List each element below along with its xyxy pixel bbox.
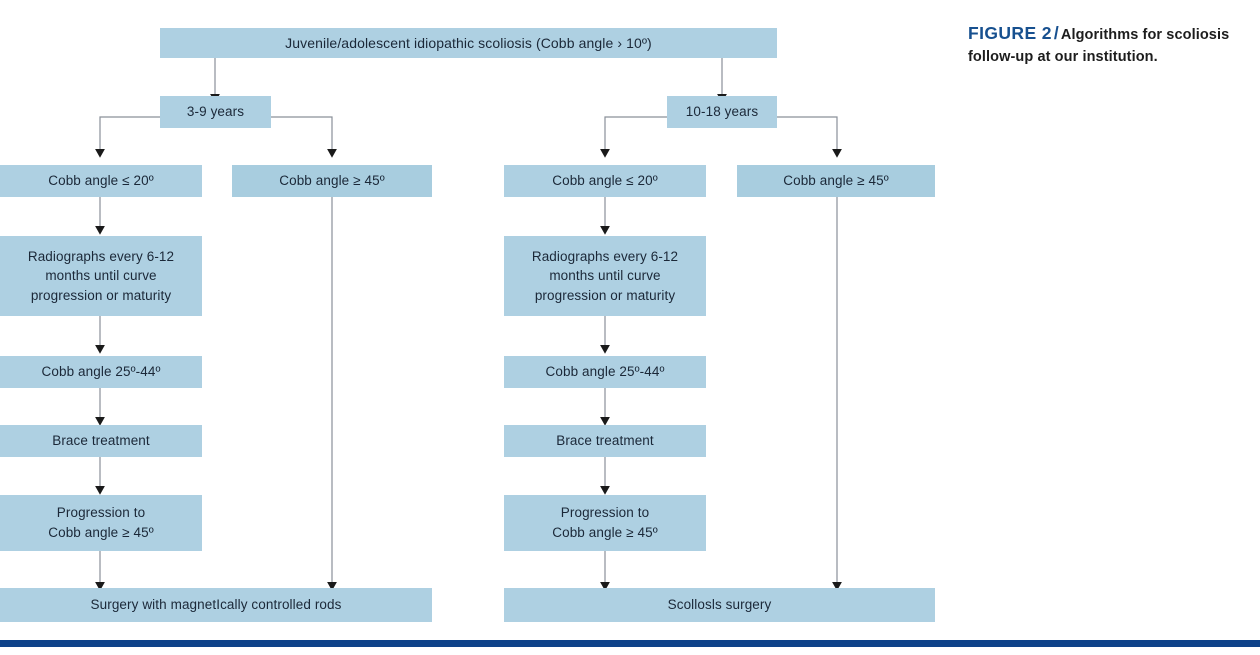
node-root-diagnosis: Juvenile/adolescent idiopathic scoliosis… (160, 28, 777, 58)
node-age-group-10-18: 10-18 years (667, 96, 777, 128)
node-age-group-3-9: 3-9 years (160, 96, 271, 128)
node-right-radiographs: Radiographs every 6-12 months until curv… (504, 236, 706, 316)
node-left-brace-treatment: Brace treatment (0, 425, 202, 457)
figure-caption: FIGURE 2/Algorithms for scoliosis follow… (968, 20, 1254, 69)
node-left-cobb-moderate: Cobb angle 25º-44º (0, 356, 202, 388)
flowchart-connectors (95, 58, 842, 591)
node-left-cobb-mild: Cobb angle ≤ 20º (0, 165, 202, 197)
node-left-progression: Progression to Cobb angle ≥ 45º (0, 495, 202, 551)
node-right-progression: Progression to Cobb angle ≥ 45º (504, 495, 706, 551)
node-right-cobb-mild: Cobb angle ≤ 20º (504, 165, 706, 197)
node-left-surgery-outcome: Surgery with magnetIcally controlled rod… (0, 588, 432, 622)
figure-number-label: FIGURE 2 (968, 23, 1052, 43)
flowchart-canvas: Juvenile/adolescent idiopathic scoliosis… (0, 28, 935, 622)
node-left-cobb-severe: Cobb angle ≥ 45º (232, 165, 432, 197)
node-right-cobb-severe: Cobb angle ≥ 45º (737, 165, 935, 197)
caption-text: Algorithms for scoliosis follow-up at ou… (968, 27, 1230, 65)
bottom-divider-rule (0, 640, 1260, 647)
node-right-brace-treatment: Brace treatment (504, 425, 706, 457)
caption-separator: / (1053, 23, 1059, 43)
node-left-radiographs: Radiographs every 6-12 months until curv… (0, 236, 202, 316)
node-right-surgery-outcome: Scollosls surgery (504, 588, 935, 622)
node-right-cobb-moderate: Cobb angle 25º-44º (504, 356, 706, 388)
